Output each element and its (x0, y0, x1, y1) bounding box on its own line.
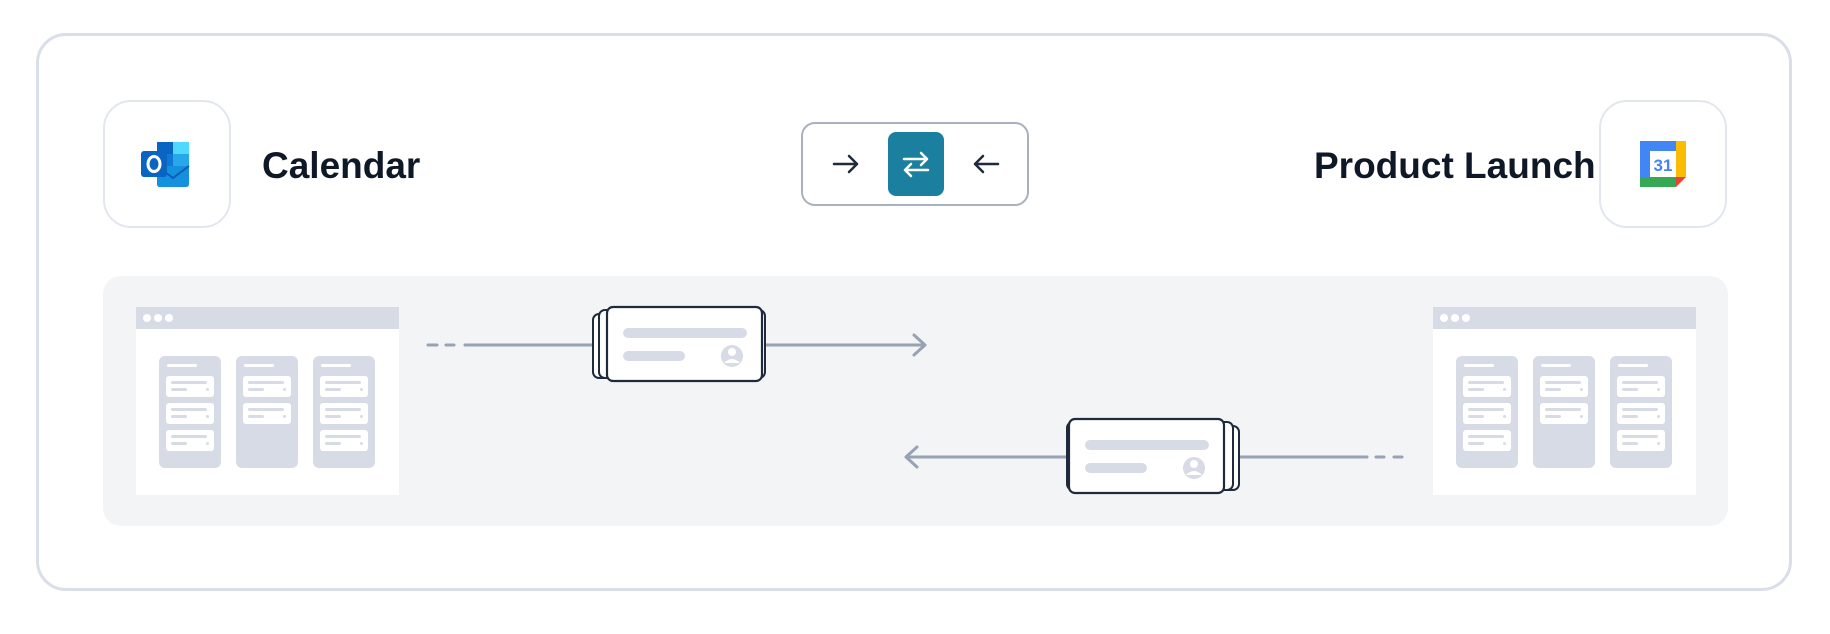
arrow-right-icon (832, 154, 859, 174)
right-app-name: Product Launch (1314, 145, 1596, 186)
synced-item-card (592, 305, 766, 383)
sync-direction-toggle (801, 122, 1029, 206)
right-app-tile[interactable]: 31 (1599, 100, 1727, 228)
arrow-head-left-icon (904, 445, 919, 469)
two-way-sync-button[interactable] (888, 132, 944, 196)
calendar-day-number: 31 (1654, 156, 1673, 175)
left-app-name: Calendar (262, 145, 421, 186)
outgoing-sync-flow (426, 305, 927, 383)
left-app-tile[interactable] (103, 100, 231, 228)
arrow-left-icon (973, 154, 1000, 174)
one-way-right-button[interactable] (818, 132, 874, 196)
left-board-thumbnail (136, 307, 399, 495)
synced-item-card (1066, 417, 1240, 495)
right-board-thumbnail (1433, 307, 1696, 495)
google-calendar-icon: 31 (1640, 141, 1686, 187)
outlook-icon (141, 142, 190, 187)
incoming-sync-flow (904, 417, 1404, 495)
arrow-head-right-icon (912, 333, 927, 357)
one-way-left-button[interactable] (958, 132, 1014, 196)
arrows-left-right-icon (902, 151, 930, 178)
